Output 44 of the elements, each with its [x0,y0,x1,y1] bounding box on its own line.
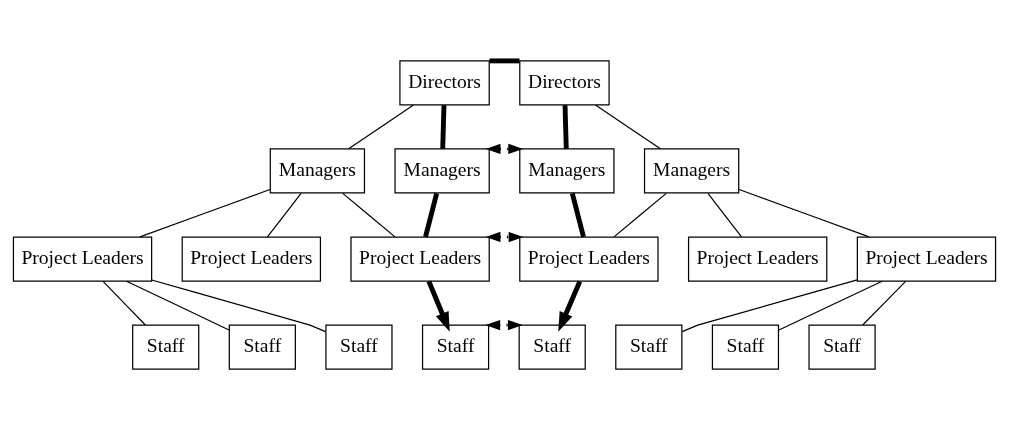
node-box: Project Leaders [12,236,153,282]
arrow [485,143,523,155]
connector [777,280,883,331]
node-box: Project Leaders [350,236,490,282]
node-box: Directors [519,60,610,106]
connector [125,280,230,331]
node-box: Staff [518,324,586,370]
node-box: Staff [421,324,490,370]
connector [151,279,327,333]
node-box: Staff [711,324,780,370]
node-box: Directors [399,60,490,106]
node-box: Staff [228,324,296,370]
arrow [558,280,583,332]
node-box: Managers [519,148,615,194]
node-box: Managers [394,148,490,194]
node-box: Staff [132,324,200,370]
connector [862,280,907,326]
connector [569,192,586,238]
node-box: Staff [808,324,876,370]
arrow [485,319,523,331]
connector [681,279,858,333]
connector [348,104,415,150]
connector [594,104,661,150]
node-box: Managers [269,148,366,194]
connector [440,105,447,149]
connector [102,280,146,326]
connector [707,192,743,238]
connector [139,188,271,238]
node-box: Staff [325,324,393,370]
connector [562,105,569,149]
connector [423,192,440,238]
node-box: Project Leaders [856,236,997,282]
arrow [426,280,450,332]
connector [266,192,302,238]
connector [613,192,667,238]
node-box: Project Leaders [687,236,828,282]
node-box: Project Leaders [181,236,322,282]
connector [489,58,520,64]
connector [738,188,870,238]
connector [342,192,396,238]
arrow [485,231,524,243]
node-box: Staff [615,324,683,370]
node-box: Project Leaders [519,236,659,282]
node-box: Managers [643,148,740,194]
